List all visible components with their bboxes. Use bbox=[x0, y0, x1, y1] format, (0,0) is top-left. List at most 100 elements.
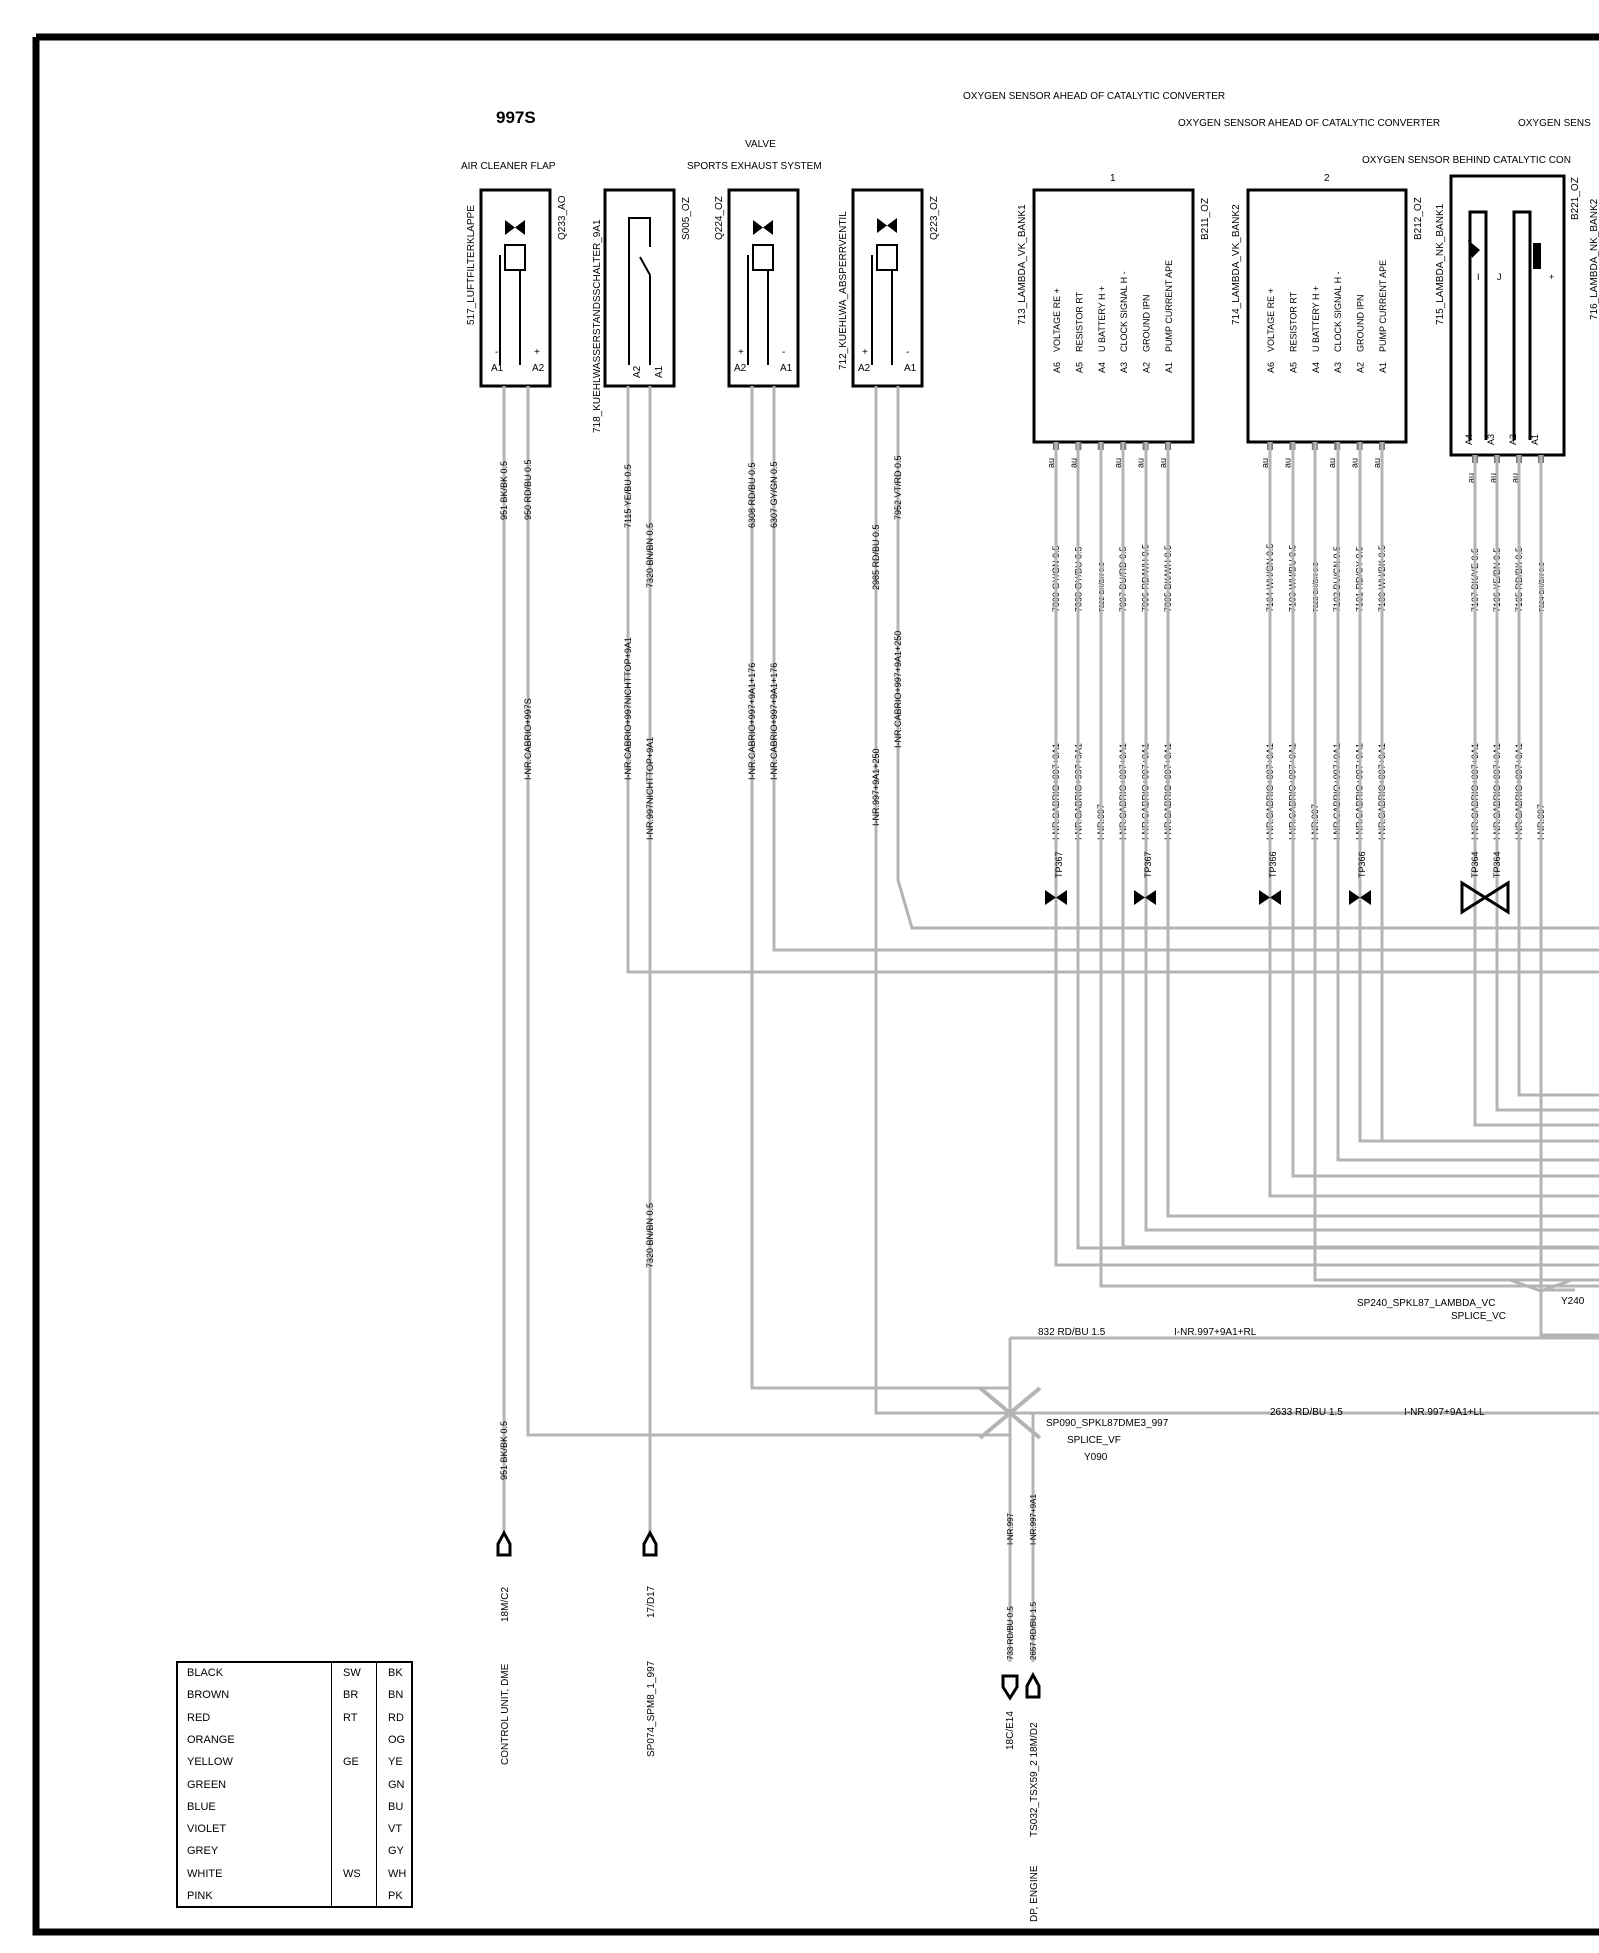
legend-cell: BU bbox=[388, 1800, 404, 1813]
splice-label: SP240_SPKL87_LAMBDA_VC bbox=[1357, 1298, 1495, 1309]
component-code: Q223_OZ bbox=[929, 196, 940, 240]
twisted-pair-markers bbox=[1045, 880, 1510, 915]
pin-sign: - bbox=[906, 347, 909, 358]
splice-090-symbol bbox=[978, 1386, 1042, 1440]
tp-label: TP367 bbox=[1054, 851, 1064, 878]
pin-number: A1 bbox=[1378, 362, 1388, 373]
pin-a1: A1 bbox=[904, 363, 917, 374]
wire-7097 bbox=[1121, 442, 1599, 1249]
legend-cell: VT bbox=[388, 1823, 403, 1836]
component-name-cut: 716_LAMBDA_NK_BANK2 bbox=[1589, 198, 1599, 320]
legend-cell: YELLOW bbox=[187, 1756, 233, 1769]
pin-number: A2 bbox=[1142, 362, 1152, 373]
pin-sign: + bbox=[1549, 272, 1554, 282]
wire-7100 bbox=[1380, 442, 1599, 1143]
au-marker: au bbox=[1260, 458, 1270, 468]
pin-function-label: GROUND IPN bbox=[1356, 294, 1366, 352]
pin-number: A6 bbox=[1266, 362, 1276, 373]
pin-sign: + bbox=[738, 347, 744, 358]
wire-7106 bbox=[1495, 455, 1599, 1112]
legend-cell: WS bbox=[343, 1867, 361, 1880]
wire-label: 2657 RD/BU 1.5 bbox=[1029, 1601, 1038, 1660]
component-name: 715_LAMBDA_NK_BANK1 bbox=[1435, 203, 1446, 325]
au-marker: au bbox=[1466, 473, 1476, 483]
wire-7107 bbox=[1473, 455, 1599, 1127]
wire-6308 bbox=[750, 386, 1010, 1390]
legend-cell: PINK bbox=[187, 1890, 213, 1902]
tp-symbol bbox=[1460, 880, 1510, 915]
wire-label: 2633 RD/BU 1.5 bbox=[1270, 1407, 1343, 1418]
sensor-number-2: 2 bbox=[1324, 173, 1330, 184]
tp-symbol bbox=[1349, 890, 1371, 905]
component-code: B211_OZ bbox=[1200, 198, 1211, 240]
pin-function-label: U BATTERY H + bbox=[1097, 286, 1107, 352]
legend-cell: GREEN bbox=[187, 1778, 227, 1791]
wire-label: I-NR.997+9A1+250 bbox=[871, 748, 881, 826]
au-marker: au bbox=[1350, 458, 1360, 468]
wire-7322 bbox=[1099, 442, 1599, 1288]
wire-2985 bbox=[874, 386, 1010, 1415]
legend-cell: RD bbox=[388, 1711, 404, 1724]
legend-cell: GY bbox=[388, 1845, 404, 1858]
pin-function-label: VOLTAGE RE + bbox=[1052, 288, 1062, 352]
pin-a1: A1 bbox=[491, 363, 504, 374]
wire-7105 bbox=[1517, 455, 1599, 1097]
wire-label: 733 RD/BU 0.5 bbox=[1006, 1606, 1015, 1660]
wire-label: I-NR.997+9A1 bbox=[1029, 1494, 1038, 1545]
pin-function-label: GROUND IPN bbox=[1142, 294, 1152, 352]
legend-cell: WH bbox=[388, 1867, 407, 1880]
component-name: 714_LAMBDA_VK_BANK2 bbox=[1231, 204, 1242, 325]
connector-arrow bbox=[1025, 1671, 1041, 1699]
pin-number: A3 bbox=[1119, 362, 1129, 373]
connector-arrow bbox=[496, 1529, 512, 1557]
tp-label: TP364 bbox=[1470, 851, 1480, 878]
legend-cell: BR bbox=[343, 1689, 359, 1702]
header-valve: VALVE bbox=[745, 139, 776, 150]
wire-label: 6307 GY/GN 0.5 bbox=[769, 461, 779, 528]
wire-label: I-NR.CABRIO+997+9A1+176 bbox=[747, 663, 757, 780]
component-code: B221_OZ bbox=[1570, 177, 1581, 220]
pin-sign: - bbox=[1529, 272, 1532, 282]
header-o2-sens-cut: OXYGEN SENS bbox=[1518, 118, 1591, 129]
wire-7323 bbox=[1313, 442, 1599, 1282]
pin-number: A2 bbox=[1508, 434, 1518, 445]
wire-label: 7320 BN/BN 0.5 bbox=[645, 1203, 655, 1268]
legend-cell: BK bbox=[388, 1667, 403, 1679]
pin-a2: A2 bbox=[734, 363, 747, 374]
wire-label: I-NR.997 bbox=[1006, 1512, 1015, 1545]
wire-label: 7952 VT/RD 0.5 bbox=[893, 455, 903, 520]
au-marker: au bbox=[1068, 458, 1078, 468]
wire-label: I-NR.CABRIO+997S bbox=[523, 698, 533, 780]
component-name: 718_KUEHLWASSERSTANDSSCHALTER_9A1 bbox=[592, 219, 603, 433]
connector-label: 17/D17 bbox=[646, 1585, 657, 1618]
component-name: 713_LAMBDA_VK_BANK1 bbox=[1017, 204, 1028, 325]
connector-label: CONTROL UNIT, DME bbox=[500, 1663, 511, 1765]
legend-cell: WHITE bbox=[187, 1867, 223, 1880]
legend-cell: PK bbox=[388, 1890, 403, 1902]
tp-label: TP367 bbox=[1143, 851, 1153, 878]
splice-label: SP090_SPKL87DME3_997 bbox=[1046, 1418, 1169, 1429]
connector-symbols bbox=[496, 1529, 1041, 1701]
header-o2-ahead-2: OXYGEN SENSOR AHEAD OF CATALYTIC CONVERT… bbox=[1178, 118, 1440, 129]
pin-number: A1 bbox=[1530, 434, 1540, 445]
legend-col-de bbox=[331, 1663, 377, 1906]
au-marker: au bbox=[1282, 458, 1292, 468]
pin-function-label: RESISTOR RT bbox=[1288, 291, 1298, 352]
wire-label: I-NR.CABRIO+997+9A1+250 bbox=[893, 631, 903, 748]
component-code: S005_OZ bbox=[681, 197, 692, 240]
header-o2-ahead-1: OXYGEN SENSOR AHEAD OF CATALYTIC CONVERT… bbox=[963, 91, 1225, 102]
header-air-cleaner: AIR CLEANER FLAP bbox=[461, 161, 556, 172]
pin-sign: + bbox=[862, 347, 868, 358]
tp-symbol bbox=[1259, 890, 1281, 905]
component-715-lambda-nk-bank1: J I - + bbox=[1449, 174, 1566, 457]
component-name: 712_KUEHLWA_ABSPERRVENTIL bbox=[838, 211, 849, 370]
pin-number: A2 bbox=[1356, 362, 1366, 373]
component-714-lambda-bank2 bbox=[1246, 188, 1408, 444]
au-marker: au bbox=[1372, 458, 1382, 468]
